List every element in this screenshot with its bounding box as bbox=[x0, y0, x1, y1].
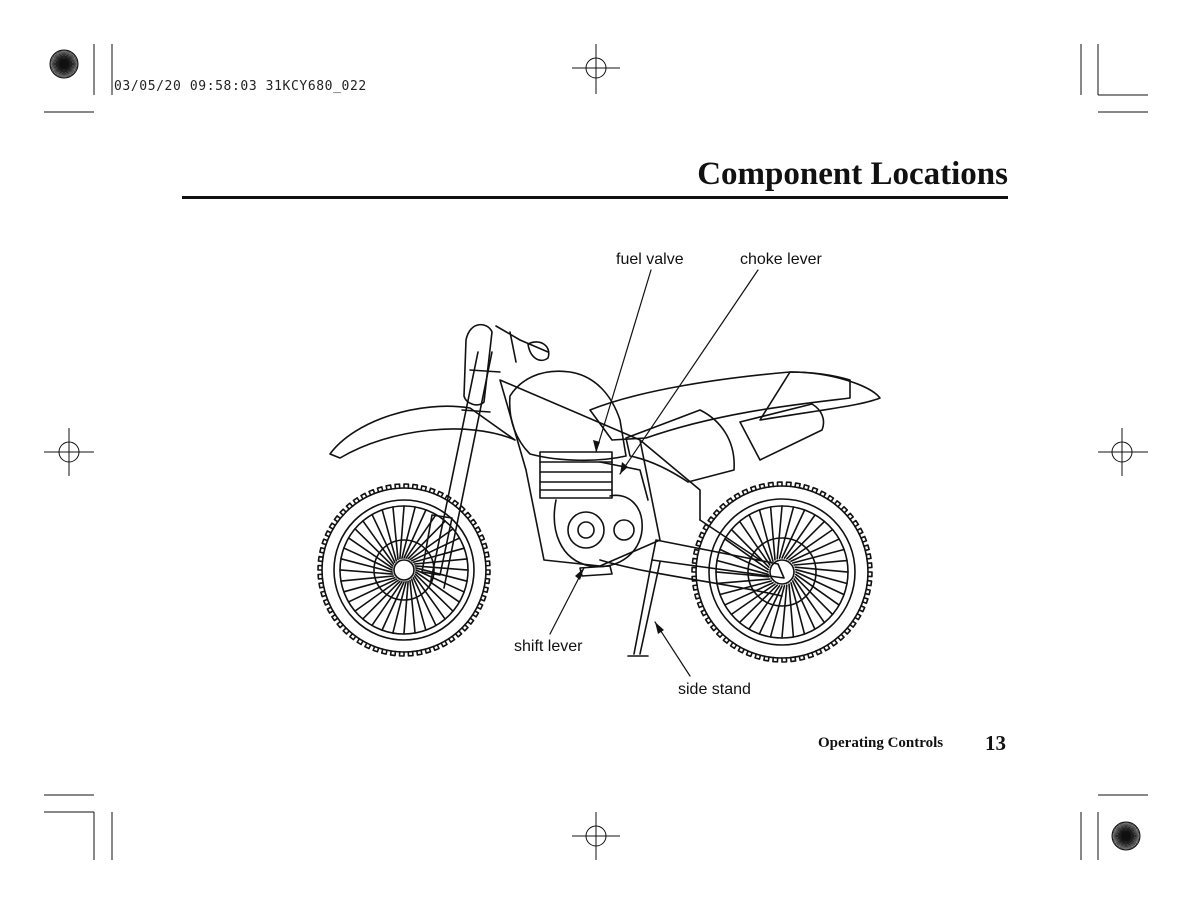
rear-wheel bbox=[691, 481, 873, 663]
label-fuel-valve: fuel valve bbox=[616, 251, 684, 268]
footer-section-title: Operating Controls bbox=[818, 735, 944, 751]
registration-target-right bbox=[1098, 428, 1148, 476]
page-number: 13 bbox=[985, 731, 1006, 755]
number-plate bbox=[463, 323, 493, 406]
front-fork bbox=[429, 351, 501, 589]
callout-lines bbox=[549, 269, 759, 677]
print-stamp: 03/05/20 09:58:03 31KCY680_022 bbox=[114, 79, 367, 94]
star-target-top-left bbox=[49, 49, 79, 79]
front-tire-knobs bbox=[317, 483, 491, 657]
rear-wheel-spokes bbox=[715, 505, 849, 639]
label-side-stand: side stand bbox=[678, 681, 751, 698]
shift-lever-part bbox=[579, 565, 613, 577]
label-shift-lever: shift lever bbox=[514, 638, 583, 655]
rear-tire-knobs bbox=[691, 481, 873, 663]
label-choke-lever: choke lever bbox=[740, 251, 822, 268]
chain bbox=[599, 559, 783, 597]
callout-arrowheads bbox=[575, 440, 664, 634]
engine bbox=[539, 451, 649, 568]
fork-guard bbox=[421, 514, 453, 576]
rear-fender bbox=[759, 371, 881, 421]
star-target-bottom-right bbox=[1111, 821, 1141, 851]
title-rule bbox=[182, 196, 1008, 199]
registration-target-bottom bbox=[572, 812, 620, 860]
side-stand-leg bbox=[627, 559, 661, 657]
side-panel bbox=[625, 409, 735, 483]
front-wheel bbox=[317, 483, 491, 657]
front-wheel-spokes bbox=[339, 505, 469, 635]
frame bbox=[499, 379, 701, 567]
swingarm bbox=[651, 519, 785, 579]
front-fender bbox=[329, 405, 516, 459]
registration-target-top bbox=[572, 44, 620, 94]
page-title: Component Locations bbox=[697, 156, 1008, 192]
handlebar bbox=[495, 325, 550, 363]
registration-target-left bbox=[44, 428, 94, 476]
muffler bbox=[739, 403, 825, 461]
fuel-tank bbox=[508, 370, 627, 462]
seat bbox=[589, 371, 851, 441]
